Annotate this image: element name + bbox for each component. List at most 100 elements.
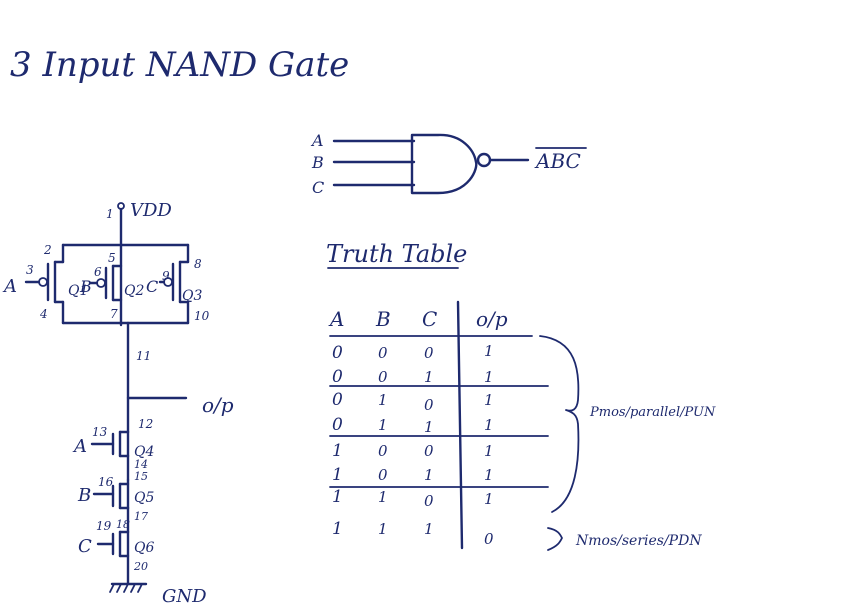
node-18-label: 18 bbox=[116, 518, 130, 531]
svg-text:1: 1 bbox=[424, 418, 434, 436]
q3-label: Q3 bbox=[182, 288, 202, 304]
input-b-nmos-label: B bbox=[77, 485, 91, 506]
pdn-annotation: Nmos/series/PDN bbox=[575, 533, 702, 549]
header-c: C bbox=[422, 307, 437, 331]
circuit-output-label: o/p bbox=[202, 393, 234, 417]
svg-text:0: 0 bbox=[378, 466, 388, 484]
node-9-label: 9 bbox=[162, 269, 170, 283]
gate-input-c-label: C bbox=[312, 178, 324, 197]
svg-text:1: 1 bbox=[484, 368, 494, 386]
svg-text:0: 0 bbox=[378, 344, 388, 362]
svg-text:1: 1 bbox=[424, 520, 434, 538]
svg-text:0: 0 bbox=[332, 415, 343, 435]
svg-text:0: 0 bbox=[424, 492, 434, 510]
transistor-q1: A Q1 2 3 4 bbox=[2, 243, 88, 325]
svg-text:0: 0 bbox=[484, 530, 494, 548]
gate-input-b-label: B bbox=[311, 153, 324, 172]
table-row: 0 0 0 1 bbox=[332, 342, 494, 363]
svg-text:1: 1 bbox=[378, 520, 388, 538]
table-row: 1 1 1 0 bbox=[332, 519, 494, 548]
node-3-label: 3 bbox=[26, 263, 34, 277]
node-12-label: 12 bbox=[138, 417, 153, 431]
svg-text:0: 0 bbox=[424, 396, 434, 414]
input-b-pmos-label: B bbox=[79, 277, 92, 296]
svg-text:1: 1 bbox=[484, 466, 494, 484]
gate-input-a-label: A bbox=[310, 131, 324, 150]
q4-label: Q4 bbox=[134, 444, 154, 460]
node-15-label: 15 bbox=[134, 470, 148, 483]
vdd-label: VDD bbox=[130, 200, 172, 221]
header-a: A bbox=[328, 307, 344, 331]
page-title: 3 Input NAND Gate bbox=[10, 45, 349, 85]
svg-text:0: 0 bbox=[424, 442, 434, 460]
truth-table: Truth Table A B C o/p 0 0 0 1 0 0 1 1 0 … bbox=[326, 240, 716, 551]
svg-text:1: 1 bbox=[424, 466, 434, 484]
svg-text:1: 1 bbox=[332, 441, 343, 461]
transistor-q5: B Q5 16 17 bbox=[77, 475, 154, 523]
table-row: 0 1 1 1 bbox=[332, 415, 494, 436]
transistor-q3: C Q3 9 8 10 bbox=[146, 243, 210, 325]
header-b: B bbox=[375, 307, 391, 331]
svg-text:1: 1 bbox=[332, 487, 343, 507]
svg-text:1: 1 bbox=[378, 488, 388, 506]
table-row: 0 1 0 1 bbox=[332, 390, 494, 414]
svg-text:0: 0 bbox=[332, 390, 343, 410]
node-11-label: 11 bbox=[136, 349, 151, 363]
pdn-brace bbox=[547, 527, 563, 551]
ground-hatch bbox=[109, 583, 143, 593]
svg-text:1: 1 bbox=[378, 391, 388, 409]
q2-label: Q2 bbox=[124, 283, 144, 299]
node-5-label: 5 bbox=[108, 251, 116, 265]
svg-text:1: 1 bbox=[484, 416, 494, 434]
svg-text:1: 1 bbox=[484, 391, 494, 409]
svg-text:0: 0 bbox=[378, 368, 388, 386]
table-divider bbox=[456, 300, 464, 550]
node-6-label: 6 bbox=[94, 265, 102, 279]
svg-text:1: 1 bbox=[484, 342, 494, 360]
input-a-nmos-label: A bbox=[72, 436, 87, 457]
table-row: 1 0 0 1 bbox=[332, 441, 494, 461]
node-20-label: 20 bbox=[133, 560, 148, 573]
transistor-q4: A Q4 13 14 bbox=[72, 425, 154, 471]
input-c-pmos-label: C bbox=[146, 277, 158, 296]
gate-output-label: ABC bbox=[534, 149, 581, 173]
header-output: o/p bbox=[476, 307, 508, 331]
svg-text:1: 1 bbox=[484, 442, 494, 460]
transistor-q6: C Q6 19 20 bbox=[78, 519, 154, 586]
input-a-pmos-label: A bbox=[2, 276, 17, 297]
q5-label: Q5 bbox=[134, 490, 154, 506]
node-17-label: 17 bbox=[134, 510, 148, 523]
pun-annotation: Pmos/parallel/PUN bbox=[589, 405, 716, 420]
svg-text:0: 0 bbox=[424, 344, 434, 362]
node-19-label: 19 bbox=[96, 519, 112, 533]
nand-gate-symbol: A B C ABC bbox=[310, 131, 587, 197]
svg-text:1: 1 bbox=[332, 519, 343, 539]
q1-label: Q1 bbox=[68, 283, 88, 299]
node-16-label: 16 bbox=[98, 475, 114, 489]
node-13-label: 13 bbox=[92, 425, 108, 439]
q6-label: Q6 bbox=[134, 540, 154, 556]
input-c-nmos-label: C bbox=[78, 536, 92, 557]
ground-label: GND bbox=[162, 586, 207, 607]
cmos-circuit: VDD 1 A Q1 2 3 4 bbox=[2, 200, 234, 607]
node-7-label: 7 bbox=[110, 307, 118, 321]
node-8-label: 8 bbox=[194, 257, 202, 271]
svg-text:1: 1 bbox=[484, 490, 494, 508]
svg-text:0: 0 bbox=[332, 343, 343, 363]
node-4-label: 4 bbox=[39, 307, 48, 321]
transistor-q2: B Q2 5 6 7 bbox=[79, 243, 144, 327]
node-14-label: 14 bbox=[134, 458, 148, 471]
svg-text:0: 0 bbox=[378, 442, 388, 460]
svg-text:1: 1 bbox=[424, 368, 434, 386]
table-row: 0 0 1 1 bbox=[332, 367, 494, 387]
node-2-label: 2 bbox=[43, 243, 52, 257]
table-row: 1 0 1 1 bbox=[332, 465, 494, 485]
svg-text:1: 1 bbox=[332, 465, 343, 485]
node-1-label: 1 bbox=[106, 207, 114, 221]
node-10-label: 10 bbox=[194, 309, 210, 323]
nand-inversion-bubble bbox=[476, 152, 492, 168]
nand-gate-body bbox=[410, 133, 478, 195]
svg-text:0: 0 bbox=[332, 367, 343, 387]
truth-table-title: Truth Table bbox=[326, 240, 467, 268]
